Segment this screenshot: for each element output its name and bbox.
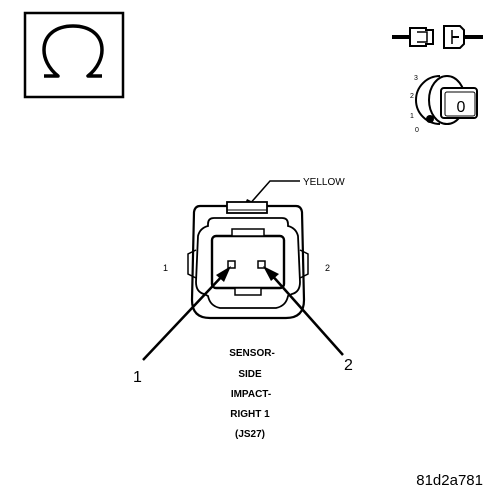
pin-label-right: 2	[325, 263, 330, 273]
sensor-label-line-5: (JS27)	[235, 429, 265, 440]
figure-id: 81d2a781	[416, 472, 483, 489]
connector-color-label: YELLOW	[303, 177, 345, 188]
pin-2-terminal	[257, 260, 266, 269]
pin-2-callout: 2	[263, 266, 353, 374]
ignition-position-2: 2	[410, 93, 414, 100]
sensor-label: SENSOR- SIDE IMPACT- RIGHT 1 (JS27)	[229, 348, 275, 440]
ignition-key-icon: 0 3 2 1 0	[410, 75, 478, 134]
sensor-label-line-4: RIGHT 1	[230, 409, 270, 420]
pin-1-callout-number: 1	[133, 369, 142, 386]
connector-face	[187, 201, 309, 320]
sensor-label-line-3: IMPACT-	[231, 389, 271, 400]
unplugged-connector-icon	[392, 25, 483, 49]
key-position-label: 0	[457, 99, 466, 116]
ignition-position-0: 0	[415, 127, 419, 134]
ohm-icon	[23, 11, 125, 99]
pin-2-callout-number: 2	[344, 357, 353, 374]
ignition-position-1: 1	[410, 113, 414, 120]
pin-label-left: 1	[163, 263, 168, 273]
pin-1-terminal	[227, 260, 236, 269]
sensor-label-line-2: SIDE	[238, 369, 262, 380]
key-position-dot	[426, 115, 434, 123]
sensor-label-line-1: SENSOR-	[229, 348, 275, 359]
pin-1-callout: 1	[133, 266, 231, 386]
ignition-position-3: 3	[414, 75, 418, 82]
